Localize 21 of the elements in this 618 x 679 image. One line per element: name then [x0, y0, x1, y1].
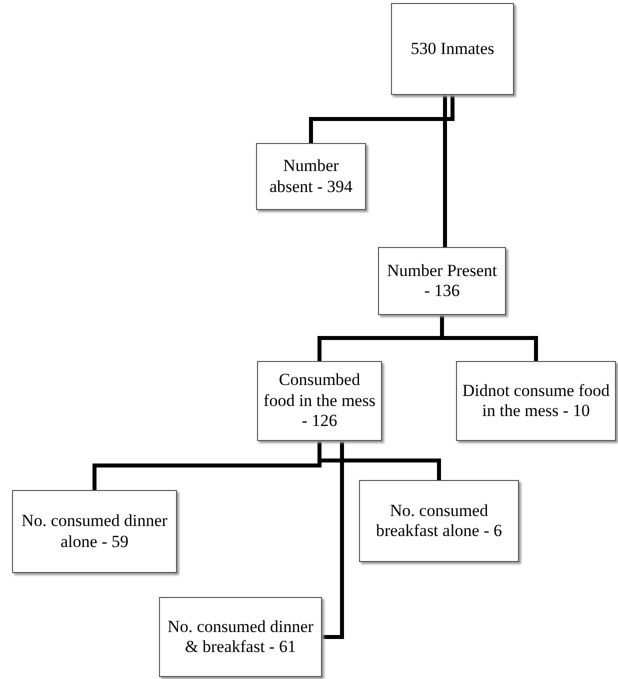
- process-box: [391, 3, 514, 95]
- process-box: [378, 247, 506, 315]
- process-box: [359, 480, 519, 562]
- connector-line: [322, 441, 344, 639]
- connector-line: [440, 315, 538, 361]
- process-box: [256, 143, 366, 210]
- process-box: [456, 361, 616, 441]
- box-label: No. consumed dinner alone - 59: [20, 511, 168, 552]
- connector-line: [318, 441, 441, 480]
- process-box: [159, 597, 322, 677]
- box-label: Didnot consume food in the mess - 10: [461, 380, 611, 422]
- box-label: 530 Inmates: [410, 38, 494, 60]
- process-box: [257, 361, 382, 441]
- box-label: No. consumed breakfast alone - 6: [374, 500, 504, 542]
- box-label: Consumbed food in the mess - 126: [262, 370, 376, 432]
- box-label: Number absent - 394: [268, 156, 354, 197]
- connector-line: [309, 95, 454, 143]
- connector-line: [443, 95, 447, 247]
- box-label: Number Present - 136: [386, 260, 498, 302]
- process-box: [12, 490, 177, 573]
- box-label: No. consumed dinner & breakfast - 61: [166, 616, 314, 658]
